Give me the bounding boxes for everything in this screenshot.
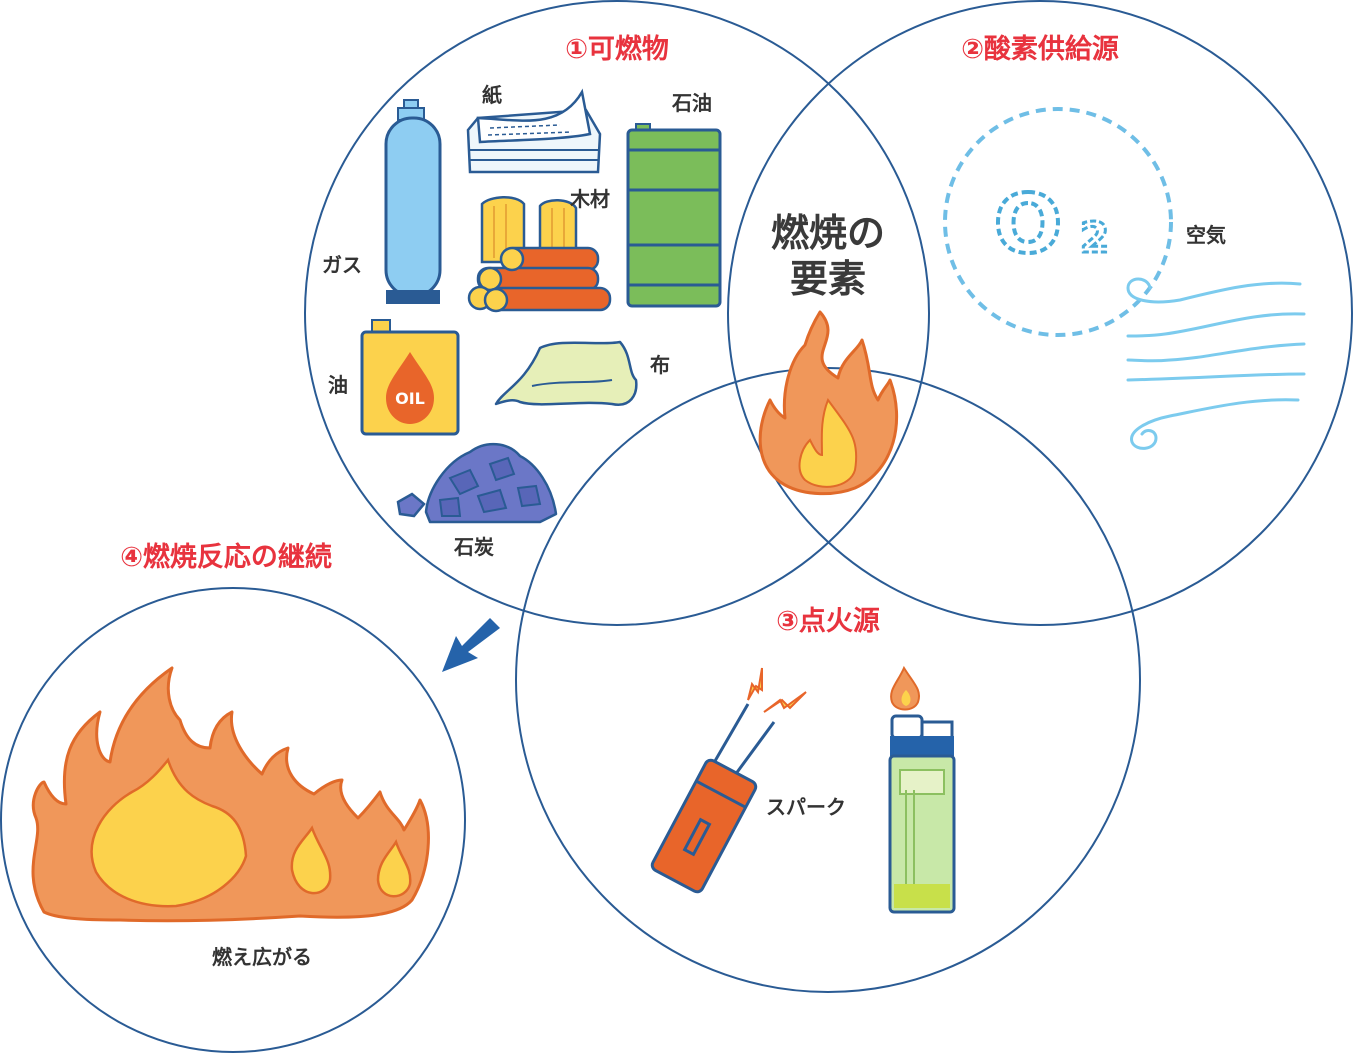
- combustible-circle: [305, 1, 929, 625]
- gas-cylinder-icon: [386, 100, 440, 304]
- arrow-icon: [442, 618, 500, 672]
- spreading-fire-icon: [33, 668, 428, 921]
- lighter-icon: [890, 668, 954, 912]
- gas-label: ガス: [322, 253, 362, 277]
- paper-label: 紙: [482, 83, 502, 107]
- center-label-line1: 燃焼の: [771, 211, 885, 255]
- spread-label: 燃え広がる: [212, 945, 312, 969]
- oil-label: 油: [328, 373, 348, 397]
- coal-icon: [398, 444, 556, 522]
- center-label-line2: 要素: [790, 257, 866, 301]
- cloth-icon: [496, 342, 636, 405]
- spark-label: スパーク: [766, 795, 846, 819]
- oil-can-text: OIL: [395, 389, 425, 408]
- wood-icon: [469, 197, 610, 311]
- oil-can-icon: OIL: [362, 320, 458, 434]
- oxygen-title: ②酸素供給源: [961, 33, 1119, 65]
- continuation-title: ④燃焼反応の継続: [120, 541, 332, 573]
- center-flame-icon: [760, 312, 896, 494]
- coal-label: 石炭: [453, 535, 494, 559]
- spark-igniter-icon: [650, 668, 806, 894]
- kerosene-label: 石油: [671, 91, 712, 115]
- kerosene-drum-icon: [628, 124, 720, 306]
- wind-icon: [1128, 279, 1304, 448]
- wood-label: 木材: [569, 187, 610, 211]
- combustible-title: ①可燃物: [565, 34, 669, 65]
- ignition-title: ③点火源: [776, 606, 880, 637]
- o2-subscript: 2: [1080, 213, 1109, 262]
- cloth-label: 布: [650, 353, 670, 377]
- o2-symbol: O: [994, 178, 1062, 271]
- air-label: 空気: [1186, 223, 1226, 247]
